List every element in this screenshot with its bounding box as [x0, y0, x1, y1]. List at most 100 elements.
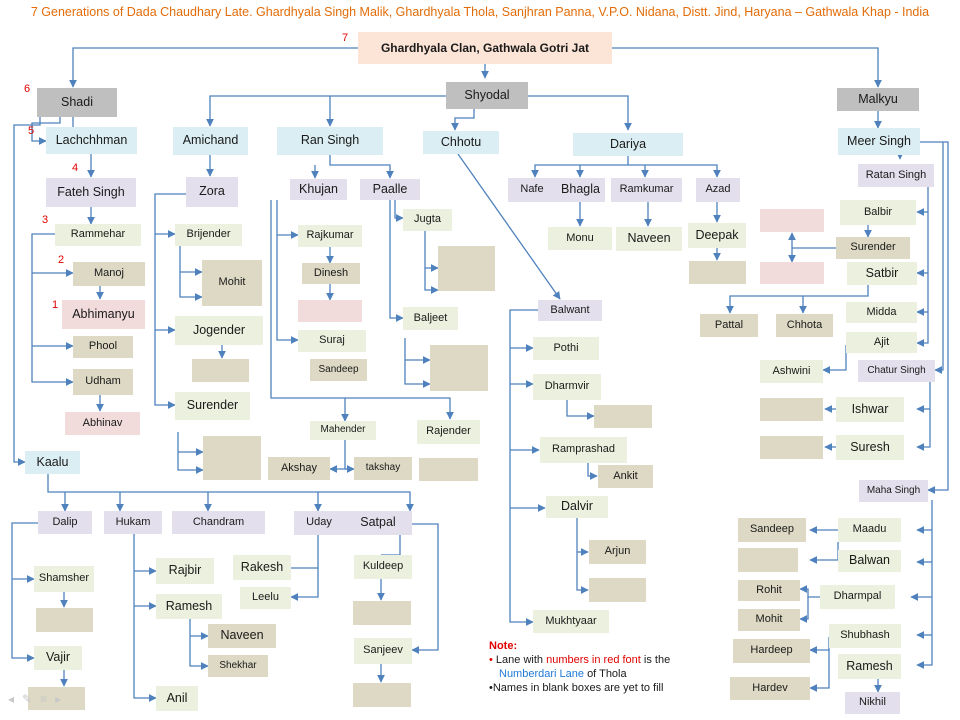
person-suresh: Suresh — [836, 435, 904, 460]
person-shyodal: Shyodal — [446, 82, 528, 109]
note-line-2: Numberdari Lane of Thola — [489, 667, 719, 681]
person-manoj: Manoj — [73, 262, 145, 286]
person-brijender: Brijender — [175, 224, 242, 246]
blank-box-kuldeep-child — [353, 601, 411, 625]
person-ramesh-m: Ramesh — [838, 654, 901, 679]
pen-icon[interactable]: ✎ — [22, 692, 41, 706]
person-abhinav: Abhinav — [65, 412, 140, 435]
person-khujan: Khujan — [290, 179, 347, 200]
blank-box-pink-lower — [760, 262, 824, 284]
blank-box-vajir-child — [28, 687, 85, 710]
generation-number-7: 7 — [342, 32, 349, 44]
person-balwan: Balwan — [838, 550, 901, 572]
person-rakesh: Rakesh — [233, 555, 291, 580]
person-pothi: Pothi — [533, 337, 599, 360]
person-mukhtyaar: Mukhtyaar — [533, 610, 609, 633]
note-line1-prefix: Lane with — [495, 654, 544, 666]
person-dharmvir: Dharmvir — [533, 374, 601, 400]
person-hukam: Hukam — [104, 511, 162, 534]
person-satbir: Satbir — [847, 262, 917, 285]
note-heading: Note: — [489, 640, 518, 652]
person-ramkumar: Ramkumar — [611, 178, 682, 202]
person-mahender: Mahender — [310, 421, 376, 440]
person-leelu: Leelu — [240, 587, 291, 609]
person-ajit: Ajit — [846, 332, 917, 353]
slideshow-nav[interactable]: ◂✎≡▸ — [8, 692, 69, 706]
person-ashwini: Ashwini — [760, 360, 823, 383]
person-lachchhman: Lachchhman — [46, 127, 137, 154]
blank-box-surender-child — [203, 436, 261, 480]
person-shamsher: Shamsher — [34, 566, 94, 592]
blank-box-dalvir-child — [589, 578, 646, 602]
person-balwant-c: Balwant — [538, 300, 602, 321]
person-ankit: Ankit — [598, 465, 653, 488]
person-ratan-singh: Ratan Singh — [858, 164, 934, 187]
person-baljeet: Baljeet — [403, 307, 458, 330]
generation-number-6: 6 — [24, 83, 31, 95]
person-udham: Udham — [73, 369, 133, 395]
blank-box-pink-upper — [760, 209, 824, 232]
blank-box-baljeet-child — [430, 345, 488, 391]
next-icon[interactable]: ▸ — [55, 692, 70, 706]
blank-box-dinesh-child — [298, 300, 362, 322]
person-maha-singh: Maha Singh — [859, 480, 928, 502]
person-jogender: Jogender — [175, 316, 263, 345]
person-akshay: Akshay — [268, 457, 330, 480]
person-abhimanyu: Abhimanyu — [62, 300, 145, 329]
person-chandram: Chandram — [172, 511, 265, 534]
person-shekhar: Shekhar — [208, 655, 268, 677]
person-arjun: Arjun — [589, 540, 646, 564]
generation-number-2: 2 — [58, 254, 65, 266]
person-kaalu: Kaalu — [25, 451, 80, 474]
generation-number-1: 1 — [52, 299, 59, 311]
person-phool: Phool — [73, 336, 133, 358]
person-mohit-m: Mohit — [738, 609, 800, 631]
legend-note: Note: • Lane with numbers in red font is… — [489, 639, 719, 695]
blank-box-jogender-child — [192, 359, 249, 382]
person-zora: Zora — [186, 177, 238, 207]
blank-box-suresh-child — [760, 436, 823, 459]
blank-box-rajender-child — [419, 458, 478, 481]
generation-number-5: 5 — [28, 125, 35, 137]
root-node: Ghardhyala Clan, Gathwala Gotri Jat — [358, 32, 612, 64]
person-bhagla: Bhagla — [556, 178, 605, 202]
person-fateh-singh: Fateh Singh — [46, 178, 136, 207]
person-surender-z: Surender — [175, 392, 250, 420]
person-kuldeep: Kuldeep — [354, 555, 412, 579]
person-satpal: Satpal — [344, 511, 412, 535]
person-ramprashad: Ramprashad — [540, 437, 627, 463]
person-midda: Midda — [846, 302, 917, 323]
note-line-3: •Names in blank boxes are yet to fill — [489, 682, 664, 694]
blank-box-maadu-child — [738, 548, 798, 572]
generation-number-3: 3 — [42, 214, 49, 226]
person-pattal: Pattal — [700, 314, 758, 337]
note-line-1: • Lane with numbers in red font is the — [489, 654, 671, 666]
generation-number-4: 4 — [72, 162, 79, 174]
note-line1-suffix: is the — [643, 654, 671, 666]
person-azad: Azad — [696, 178, 740, 202]
person-balbir: Balbir — [840, 200, 916, 225]
menu-icon[interactable]: ≡ — [40, 692, 56, 706]
blank-box-dharmvir-child — [594, 405, 652, 428]
person-uday: Uday — [294, 511, 344, 535]
person-deepak: Deepak — [688, 223, 746, 248]
person-paalle: Paalle — [360, 179, 420, 200]
previous-icon[interactable]: ◂ — [8, 692, 23, 706]
person-vajir: Vajir — [34, 646, 82, 670]
person-anil: Anil — [156, 686, 198, 711]
blank-box-deepak-child — [689, 261, 746, 284]
person-hardev: Hardev — [730, 677, 810, 700]
person-chhota: Chhota — [776, 314, 833, 337]
person-ramesh-h: Ramesh — [156, 594, 222, 619]
person-rajkumar: Rajkumar — [298, 225, 362, 247]
person-rajender: Rajender — [417, 420, 480, 444]
person-chhotu: Chhotu — [423, 131, 499, 154]
person-dalvir: Dalvir — [546, 496, 608, 518]
person-nikhil: Nikhil — [845, 692, 900, 714]
person-monu: Monu — [548, 227, 612, 250]
person-nafe: Nafe — [508, 178, 556, 202]
person-meer-singh: Meer Singh — [838, 128, 920, 155]
blank-box-shamsher-child — [36, 608, 93, 632]
person-jugta: Jugta — [403, 209, 452, 231]
page-title: 7 Generations of Dada Chaudhary Late. Gh… — [30, 5, 930, 19]
